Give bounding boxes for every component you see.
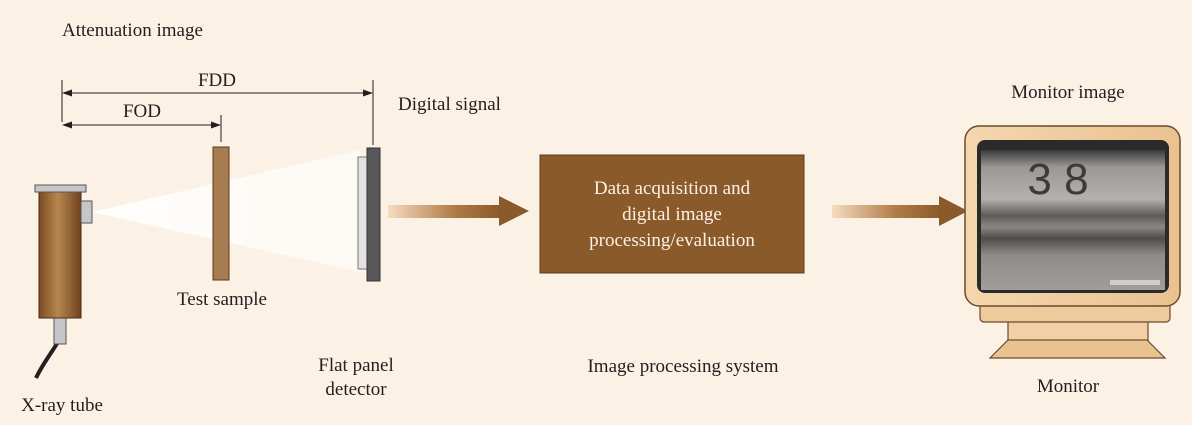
fdd-dimension: FDD (61, 70, 374, 145)
tube-window (80, 200, 93, 224)
fod-label: FOD (123, 101, 161, 122)
test-sample-label: Test sample (177, 289, 267, 310)
screen-scale-mark (1110, 280, 1160, 285)
tube-body (38, 191, 82, 319)
arrow-to-processing (388, 196, 529, 226)
image-processing-system-label: Image processing system (587, 356, 778, 377)
monitor: 3 8 (964, 125, 1181, 359)
tube-cap (34, 184, 87, 193)
attenuation-image-label: Attenuation image (62, 20, 203, 41)
tube-cable (34, 340, 60, 379)
xray-tube-label: X-ray tube (21, 395, 103, 416)
fdd-label: FDD (198, 70, 236, 91)
processing-box-line1: Data acquisition and (594, 178, 751, 199)
flat-panel-label-line2: detector (325, 379, 387, 400)
processing-box-line2: digital image (622, 204, 722, 225)
flat-panel-detector (357, 147, 381, 282)
flat-panel-label-line1: Flat panel (318, 355, 393, 376)
monitor-foot (988, 337, 1167, 359)
monitor-label: Monitor (1037, 376, 1100, 397)
arrow-to-monitor (832, 196, 968, 226)
tube-connector (53, 317, 67, 345)
xray-tube (34, 184, 93, 379)
test-sample (212, 146, 230, 281)
processing-box-line3: processing/evaluation (589, 230, 755, 251)
monitor-image-label: Monitor image (1011, 82, 1124, 103)
screen-digits: 3 8 (1027, 155, 1088, 204)
digital-signal-label: Digital signal (398, 94, 501, 115)
processing-box (539, 154, 805, 274)
monitor-screen (981, 150, 1165, 290)
fod-dimension: FOD (62, 101, 222, 142)
